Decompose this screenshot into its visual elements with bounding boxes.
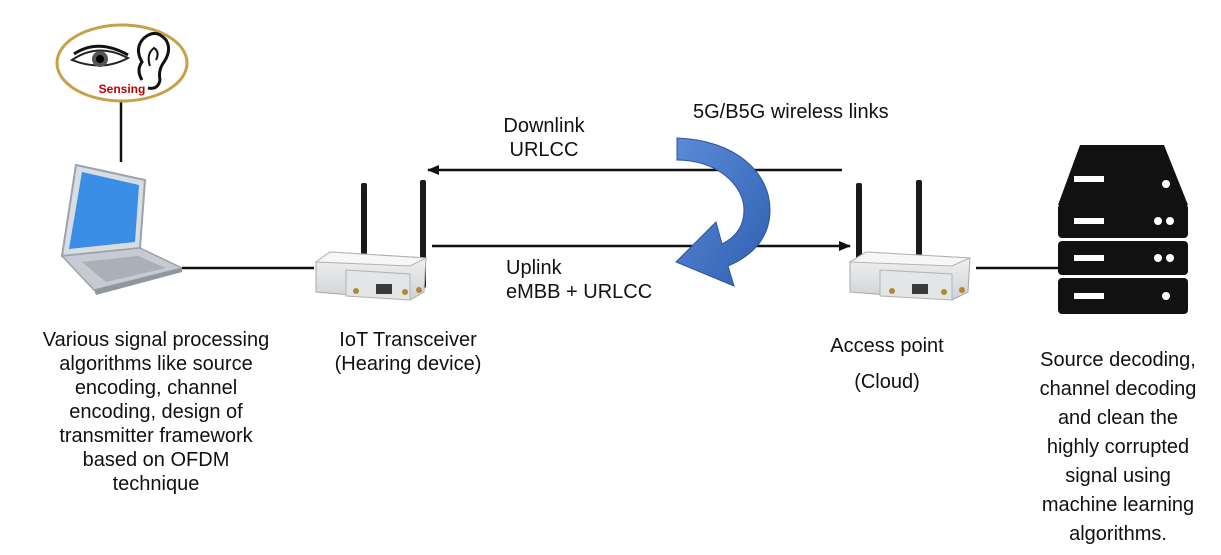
server-caption-line: algorithms. <box>1069 523 1167 545</box>
ear-icon <box>137 32 171 90</box>
laptop-caption: Various signal processing algorithms lik… <box>0 328 312 496</box>
radio-transceiver-icon-right <box>848 180 971 301</box>
laptop-icon <box>60 163 185 295</box>
laptop-caption-line: algorithms like source <box>59 353 253 375</box>
server-caption-line: and clean the <box>1057 407 1179 429</box>
sensing-badge: Sensing <box>55 23 189 162</box>
laptop-caption-line: based on OFDM <box>82 449 230 471</box>
wireless-curved-arrow <box>675 137 771 287</box>
server-caption: Source decoding, channel decoding and cl… <box>1018 346 1218 549</box>
laptop-caption-line: transmitter framework <box>59 425 253 447</box>
uplink-line1: Uplink <box>506 257 562 279</box>
access-point-caption: Access point (Cloud) <box>807 328 967 400</box>
downlink-line1: Downlink <box>503 115 585 137</box>
iot-caption-line: IoT Transceiver <box>339 329 477 351</box>
sensing-label: Sensing <box>99 82 146 96</box>
server-icon <box>1058 145 1188 314</box>
server-caption-line: signal using <box>1065 465 1171 487</box>
downlink-label: Downlink URLCC <box>494 114 594 162</box>
server-caption-line: channel decoding <box>1039 378 1197 400</box>
iot-transceiver-caption: IoT Transceiver (Hearing device) <box>318 328 498 376</box>
sensing-badge-ring <box>55 23 189 103</box>
laptop-caption-line: encoding, design of <box>69 401 243 423</box>
uplink-label: Uplink eMBB + URLCC <box>506 256 652 304</box>
laptop-caption-line: technique <box>112 473 200 495</box>
uplink-line2: eMBB + URLCC <box>506 281 653 303</box>
eye-icon <box>69 44 131 67</box>
radio-transceiver-icon-left <box>314 180 428 301</box>
ap-caption-line: (Cloud) <box>854 371 920 393</box>
ap-caption-line: Access point <box>830 335 944 357</box>
server-caption-line: Source decoding, <box>1040 349 1196 371</box>
downlink-line2: URLCC <box>509 139 579 161</box>
wireless-links-title: 5G/B5G wireless links <box>693 101 889 123</box>
laptop-caption-line: Various signal processing <box>42 329 270 351</box>
laptop-caption-line: encoding, channel <box>74 377 238 399</box>
server-caption-line: highly corrupted <box>1046 436 1190 458</box>
iot-caption-line: (Hearing device) <box>334 353 482 375</box>
server-caption-line: machine learning <box>1041 494 1195 516</box>
